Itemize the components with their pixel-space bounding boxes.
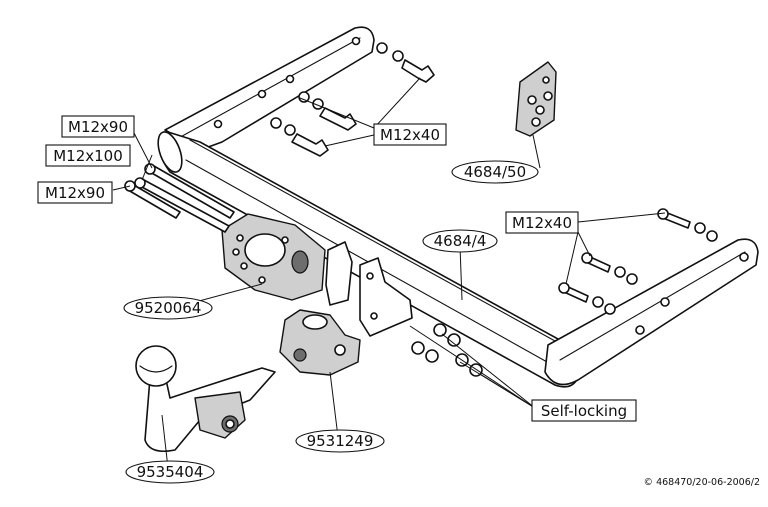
left-side-bracket bbox=[164, 26, 375, 151]
label-9535404-text: 9535404 bbox=[137, 463, 204, 481]
label-4684-50-text: 4684/50 bbox=[464, 163, 526, 181]
label-m12x40-top-text: M12x40 bbox=[380, 126, 440, 144]
label-self-locking: Self-locking bbox=[531, 399, 637, 422]
label-m12x40-right-text: M12x40 bbox=[512, 214, 572, 232]
right-side-bracket bbox=[544, 238, 759, 386]
label-m12x100: M12x100 bbox=[45, 144, 131, 167]
label-4684-4-text: 4684/4 bbox=[434, 232, 487, 250]
label-9520064-text: 9520064 bbox=[135, 299, 202, 317]
label-4684-4: 4684/4 bbox=[422, 229, 498, 253]
bolts-top-group bbox=[270, 42, 435, 157]
coupling-housing bbox=[279, 309, 361, 376]
label-9520064: 9520064 bbox=[123, 296, 213, 320]
ball-mount-plate bbox=[221, 213, 326, 301]
label-m12x90-lower: M12x90 bbox=[37, 181, 113, 204]
main-cross-beam bbox=[157, 131, 581, 388]
copyright-text: © 468470/20-06-2006/2 bbox=[644, 477, 760, 488]
label-m12x90-upper-text: M12x90 bbox=[68, 118, 128, 136]
label-9531249-text: 9531249 bbox=[307, 432, 374, 450]
label-9531249: 9531249 bbox=[295, 429, 385, 453]
label-m12x90-lower-text: M12x90 bbox=[45, 184, 105, 202]
label-m12x100-text: M12x100 bbox=[53, 147, 123, 165]
label-self-locking-text: Self-locking bbox=[541, 402, 627, 420]
self-locking-nuts bbox=[411, 323, 483, 377]
label-m12x90-upper: M12x90 bbox=[61, 115, 135, 138]
bolts-long-left bbox=[124, 163, 235, 233]
label-m12x40-top: M12x40 bbox=[373, 123, 447, 146]
center-mounting-plates bbox=[325, 241, 413, 337]
bolts-right-group bbox=[558, 208, 718, 315]
small-bracket-4684-50 bbox=[515, 61, 557, 137]
leader-lines bbox=[112, 77, 666, 469]
label-m12x40-right: M12x40 bbox=[505, 211, 579, 234]
label-4684-50: 4684/50 bbox=[451, 160, 539, 184]
label-9535404: 9535404 bbox=[125, 460, 215, 484]
ball-hitch bbox=[135, 345, 276, 453]
